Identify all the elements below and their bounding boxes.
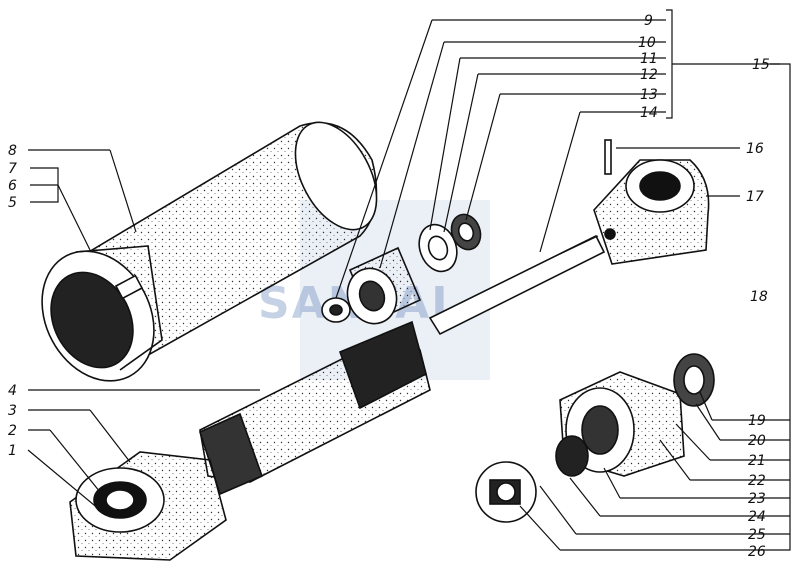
callout-labels: 1 2 3 4 5 6 7 8 9 10 11 12 13 14 15 16 1… xyxy=(8,13,770,560)
callout-15: 15 xyxy=(752,57,770,73)
callout-17: 17 xyxy=(746,189,764,205)
callout-11: 11 xyxy=(640,51,658,67)
part-13-seal xyxy=(450,213,482,251)
callout-13: 13 xyxy=(640,87,658,103)
part-8-cover xyxy=(41,121,378,382)
callout-4: 4 xyxy=(8,383,17,399)
part-14-rod xyxy=(428,234,606,336)
leader-lines xyxy=(27,9,791,551)
callout-12: 12 xyxy=(640,67,658,83)
callout-8: 8 xyxy=(8,143,17,159)
part-19-26-piston-assembly xyxy=(475,353,715,523)
callout-5: 5 xyxy=(8,195,17,211)
callout-18: 18 xyxy=(750,289,768,305)
callout-10: 10 xyxy=(638,35,656,51)
callout-22: 22 xyxy=(748,473,766,489)
callout-14: 14 xyxy=(640,105,658,121)
callout-26: 26 xyxy=(748,544,766,560)
part-4-cylinder xyxy=(199,320,431,496)
callout-21: 21 xyxy=(748,453,766,469)
callout-1: 1 xyxy=(8,443,17,459)
part-9-nut xyxy=(321,297,351,323)
part-11-12-washers xyxy=(418,223,458,273)
part-1-3-bottom-eye xyxy=(69,451,227,561)
part-10-bushing xyxy=(346,246,422,325)
callout-6: 6 xyxy=(8,178,17,194)
callout-19: 19 xyxy=(748,413,766,429)
callout-23: 23 xyxy=(748,491,766,507)
callout-16: 16 xyxy=(746,141,764,157)
callout-7: 7 xyxy=(8,161,17,177)
callout-9: 9 xyxy=(644,13,653,29)
part-16-pin xyxy=(604,139,612,175)
callout-24: 24 xyxy=(748,509,766,525)
callout-20: 20 xyxy=(748,433,766,449)
part-17-rod-eye xyxy=(593,159,710,265)
callout-25: 25 xyxy=(748,527,766,543)
callout-3: 3 xyxy=(8,403,17,419)
callout-2: 2 xyxy=(8,423,17,439)
